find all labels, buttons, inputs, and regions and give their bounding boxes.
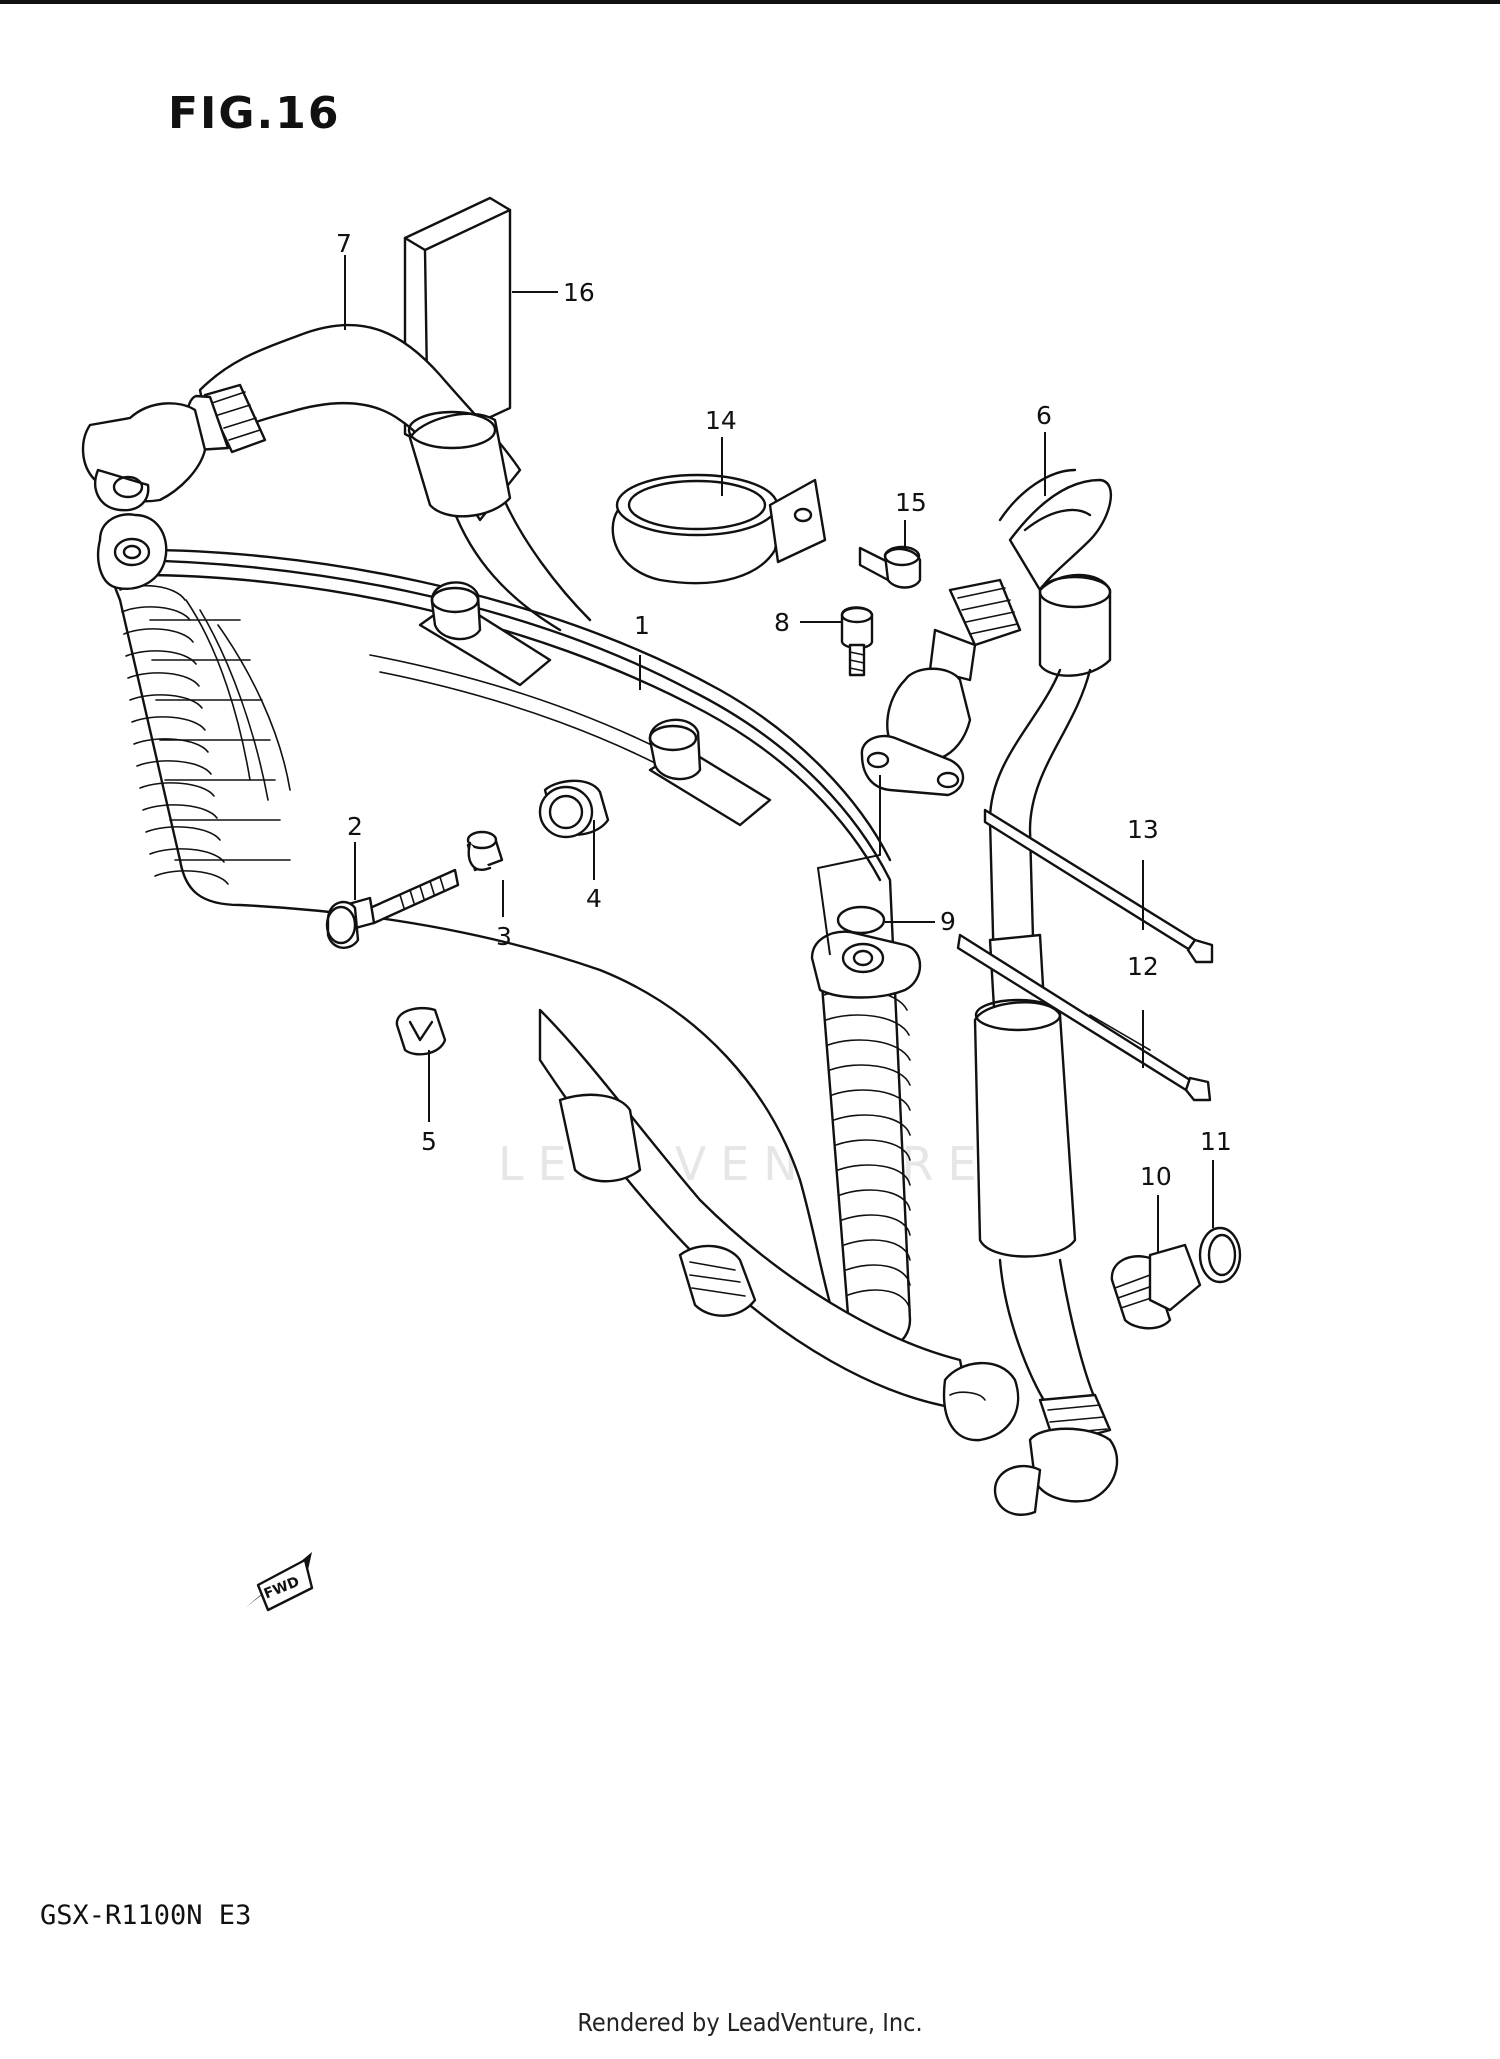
render-credit: Rendered by LeadVenture, Inc. <box>577 2008 923 2037</box>
figure-title: FIG.16 <box>168 88 341 139</box>
part-8-bolt[interactable] <box>840 606 874 677</box>
label-part-15: 15 <box>895 488 927 517</box>
fwd-arrow: FWD <box>245 1552 314 1612</box>
label-part-16: 16 <box>563 278 595 307</box>
label-part-4: 4 <box>586 884 602 913</box>
label-part-13: 13 <box>1127 815 1159 844</box>
part-5-clip[interactable] <box>395 1006 447 1056</box>
part-12-tie[interactable] <box>956 933 1212 1102</box>
label-part-12: 12 <box>1127 952 1159 981</box>
cooler-left-fins <box>119 584 291 885</box>
label-part-9: 9 <box>940 907 956 936</box>
leader-lines <box>344 255 1214 1253</box>
label-part-14: 14 <box>705 406 737 435</box>
label-part-5: 5 <box>421 1127 437 1156</box>
part-2-bolt[interactable] <box>325 868 460 949</box>
part-4-grommet[interactable] <box>538 779 610 839</box>
part-6-right-hose[interactable] <box>860 468 1119 1516</box>
part-14-clamp[interactable] <box>611 473 827 585</box>
label-part-1: 1 <box>634 611 650 640</box>
label-part-10: 10 <box>1140 1162 1172 1191</box>
part-labels: 7 16 14 6 15 8 1 9 2 3 4 5 13 12 10 11 <box>336 229 1232 1191</box>
label-part-8: 8 <box>774 608 790 637</box>
label-part-3: 3 <box>496 922 512 951</box>
top-border <box>0 0 1500 4</box>
label-part-7: 7 <box>336 229 352 258</box>
part-1-oil-cooler[interactable] <box>96 513 1020 1442</box>
label-part-6: 6 <box>1036 401 1052 430</box>
part-10-union-bolt[interactable] <box>1110 1243 1202 1330</box>
part-3-collar[interactable] <box>466 830 504 872</box>
part-15-bolt[interactable] <box>858 545 922 589</box>
part-7-upper-hose[interactable] <box>81 323 592 632</box>
part-11-gasket[interactable] <box>1198 1226 1242 1284</box>
model-code: GSX-R1100N E3 <box>40 1900 252 1931</box>
part-9-o-ring[interactable] <box>836 905 886 935</box>
label-part-2: 2 <box>347 812 363 841</box>
label-part-11: 11 <box>1200 1127 1232 1156</box>
